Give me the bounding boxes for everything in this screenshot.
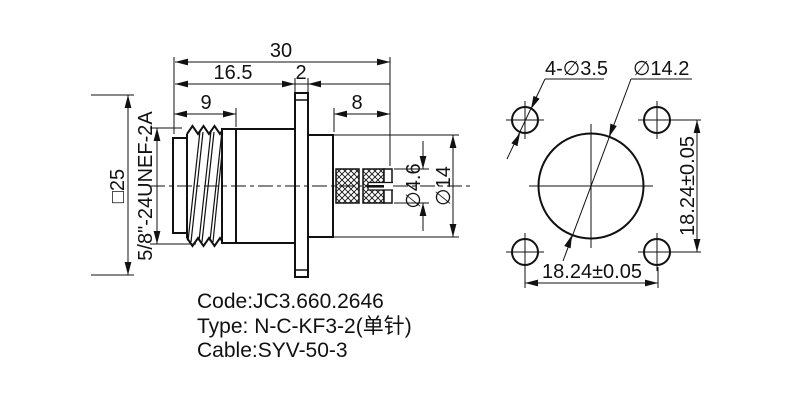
dim-circle-diameter-label: ∅14.2 (633, 58, 689, 80)
thread-crest-top (186, 124, 223, 136)
dim-hole-spacing-vertical-label: 18.24±0.05 (677, 136, 699, 236)
dim-flange-square-label: □25 (107, 169, 129, 203)
dim-body-diameter-label: ∅14 (433, 166, 455, 206)
rear-body (307, 134, 334, 238)
note-type: Type: N-C-KF3-2(单针) (197, 315, 412, 338)
side-dimension-lines (124, 58, 457, 275)
flange-chamfers (295, 99, 308, 271)
front-dimension-labels: 4-∅3.5 ∅14.2 18.24±0.05 18.24±0.05 (542, 58, 699, 283)
knurl-section-1 (335, 168, 360, 204)
side-dimension-labels: 30 16.5 2 9 8 □25 5/8"-24UNEF-2A ∅4.6 ∅1… (107, 40, 455, 261)
thread-crest-bottom (186, 236, 223, 248)
dim-front-length-label: 16.5 (214, 62, 253, 84)
dim-mount-holes-label: 4-∅3.5 (545, 58, 608, 80)
dim-thread-length-label: 9 (200, 92, 211, 114)
leader-circle-dia (562, 78, 692, 262)
solder-slot (367, 181, 393, 191)
note-code: Code:JC3.660.2646 (197, 290, 384, 313)
thread-spec-label: 5/8"-24UNEF-2A (135, 111, 157, 261)
hole-crosshairs (506, 101, 676, 271)
dim-sleeve-diameter-label: ∅4.6 (403, 163, 425, 208)
front-view: 4-∅3.5 ∅14.2 18.24±0.05 18.24±0.05 (506, 58, 701, 288)
flange-side (294, 92, 309, 278)
dim-hole-spacing-horizontal-label: 18.24±0.05 (542, 261, 642, 283)
thread-flanks (187, 130, 223, 243)
notes-block: Code:JC3.660.2646 Type: N-C-KF3-2(单针) Ca… (197, 290, 412, 362)
center-pin (368, 185, 384, 188)
dim-overall-length-label: 30 (270, 40, 292, 62)
front-dimension-lines (525, 120, 701, 287)
leader-arrowheads (511, 95, 617, 249)
dim-rear-length-label: 8 (351, 92, 362, 114)
note-cable: Cable:SYV-50-3 (197, 339, 348, 362)
dim-flange-thickness-label: 2 (295, 62, 306, 84)
side-view: 30 16.5 2 9 8 □25 5/8"-24UNEF-2A ∅4.6 ∅1… (91, 40, 470, 278)
connector-body-outline (172, 92, 334, 278)
leader-mount-holes (506, 78, 604, 160)
